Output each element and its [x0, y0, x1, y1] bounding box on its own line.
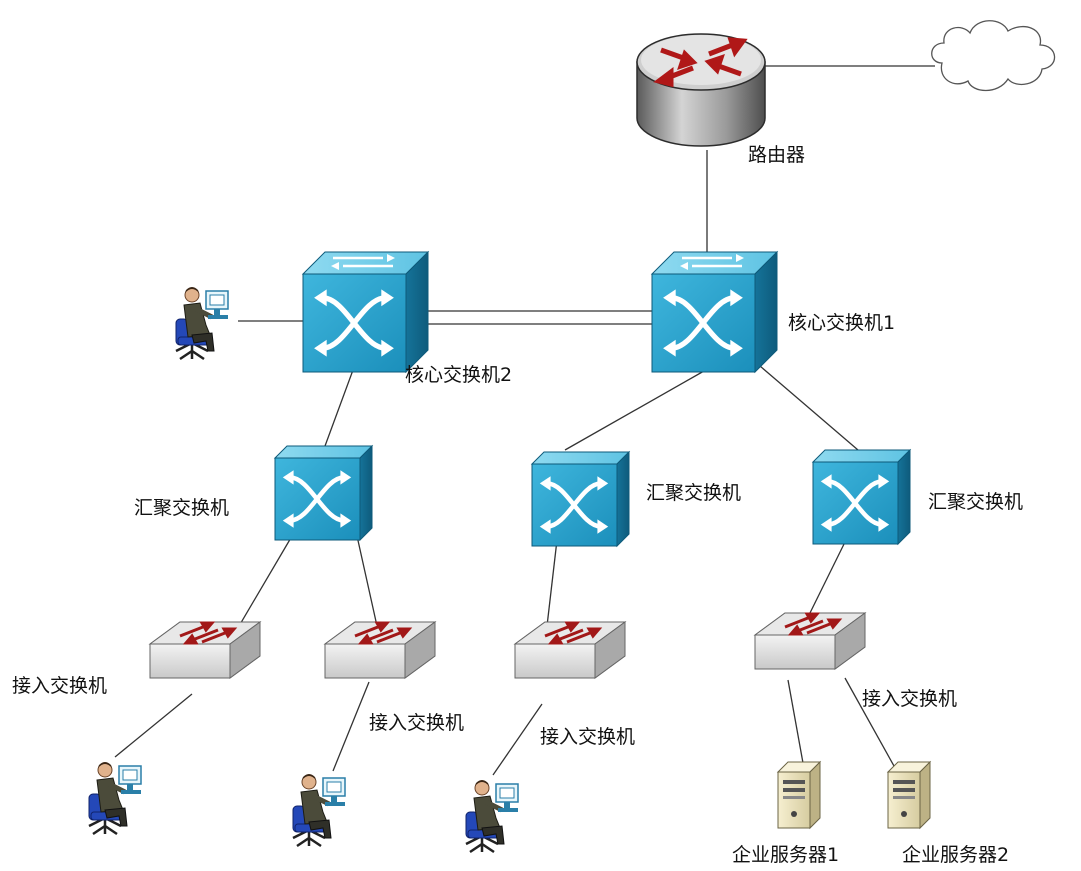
server-1-label: 企业服务器1	[732, 844, 840, 866]
access-switch-3-icon	[513, 620, 627, 680]
server-1-icon	[777, 761, 821, 829]
aggregation-switch-1-label: 汇聚交换机	[134, 497, 230, 519]
link-acc4-server2	[844, 677, 900, 776]
access-switch-1-label: 接入交换机	[12, 675, 108, 697]
link-acc4-server1	[787, 679, 804, 764]
links-layer	[114, 65, 935, 776]
link-agg1-acc2	[356, 535, 378, 627]
aggregation-switch-1-icon	[275, 446, 372, 540]
link-agg3-acc4	[807, 539, 847, 618]
router-icon	[636, 33, 766, 147]
user-workstation-acc3-icon	[466, 780, 518, 852]
link-core1-agg2	[564, 370, 705, 451]
access-switch-3-label: 接入交换机	[540, 726, 636, 748]
core-switch-1-label: 核心交换机1	[788, 312, 896, 334]
link-acc1-user	[114, 693, 193, 758]
core-switch-2-label: 核心交换机2	[405, 364, 513, 386]
aggregation-switch-3-label: 汇聚交换机	[928, 491, 1024, 513]
access-switch-1-icon	[148, 620, 262, 680]
aggregation-switch-3-icon	[813, 450, 910, 544]
link-agg1-acc1	[231, 535, 293, 639]
link-core1-agg3	[759, 365, 859, 451]
aggregation-switch-2-label: 汇聚交换机	[646, 482, 742, 504]
access-switch-2-label: 接入交换机	[369, 712, 465, 734]
core-switch-2-icon	[303, 252, 428, 372]
link-acc2-user	[332, 681, 370, 772]
router-label: 路由器	[748, 144, 806, 166]
core-switch-1-icon	[652, 252, 777, 372]
server-2-icon	[887, 761, 931, 829]
cloud-icon	[931, 20, 1056, 92]
link-core2-agg1	[324, 369, 354, 447]
link-agg2-acc3	[546, 539, 558, 627]
server-2-label: 企业服务器2	[902, 844, 1010, 866]
user-workstation-acc1-icon	[89, 762, 141, 834]
aggregation-switch-2-icon	[532, 452, 629, 546]
user-workstation-acc2-icon	[293, 774, 345, 846]
access-switch-4-label: 接入交换机	[862, 688, 958, 710]
user-workstation-core2-icon	[176, 287, 228, 359]
access-switch-2-icon	[323, 620, 437, 680]
link-acc3-user	[492, 703, 543, 776]
access-switch-4-icon	[753, 611, 867, 671]
